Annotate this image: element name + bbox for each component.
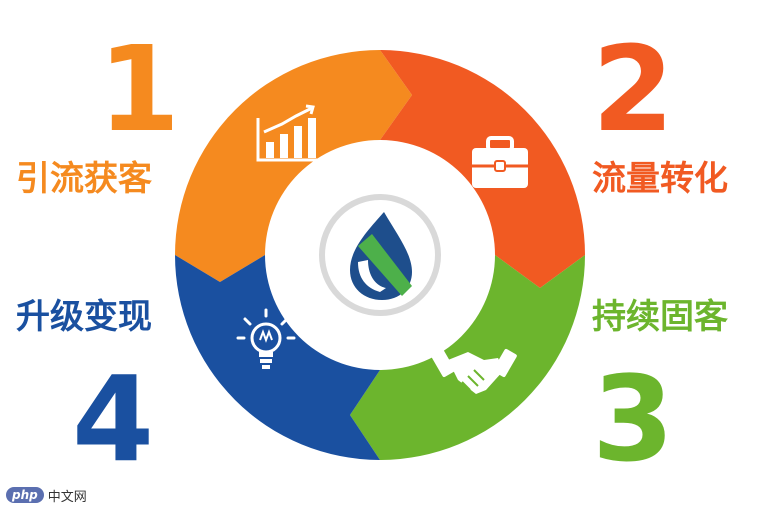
step-2-label: 流量转化 [592, 159, 728, 199]
step-1-label: 引流获客 [16, 159, 152, 199]
segment-4 [175, 255, 380, 460]
step-4-number: 4 [72, 350, 154, 488]
handshake-icon [431, 348, 517, 394]
step-3-number: 3 [592, 350, 674, 488]
step-4-label: 升级变现 [16, 297, 152, 337]
leaf-drop-logo [350, 212, 412, 300]
watermark-badge: php [6, 487, 44, 503]
step-2-number: 2 [592, 20, 674, 158]
segment-1 [175, 50, 412, 282]
watermark-text: 中文网 [47, 489, 87, 505]
watermark: php 中文网 [6, 484, 87, 506]
briefcase-icon [472, 136, 528, 188]
step-3-label: 持续固客 [592, 297, 728, 337]
step-1-number: 1 [98, 20, 180, 158]
lightbulb-icon [236, 308, 296, 369]
bar-chart-icon [256, 104, 318, 162]
